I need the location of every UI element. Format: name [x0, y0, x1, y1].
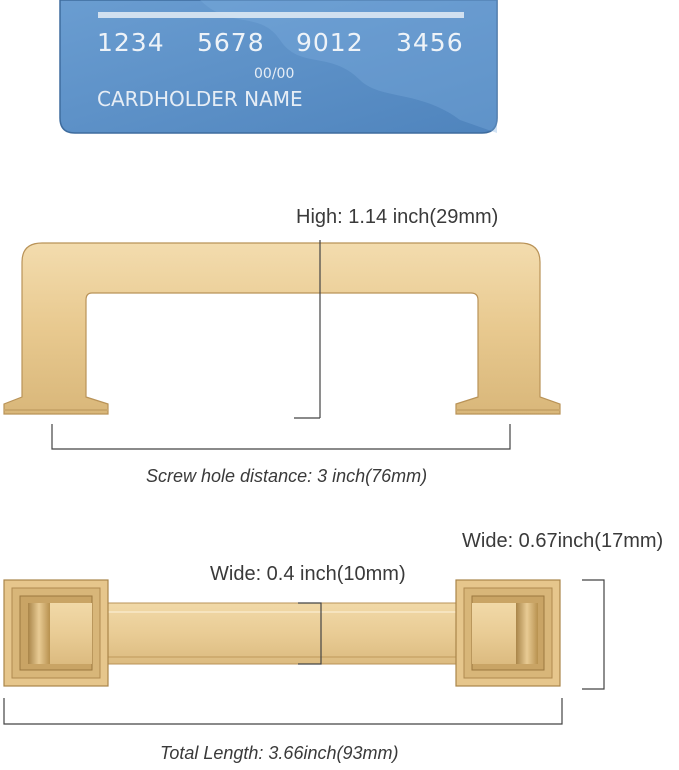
card-expiry: 00/00 — [254, 66, 295, 82]
card-map-pattern — [200, 0, 497, 133]
card-number-group-4: 3456 — [396, 28, 464, 57]
handle-top-bar — [39, 602, 529, 665]
screw-hole-dimension-bracket — [51, 424, 511, 450]
card-holder-name: CARDHOLDER NAME — [97, 87, 303, 111]
bar-width-label: Wide: 0.4 inch(10mm) — [210, 563, 406, 585]
card-number-group-2: 5678 — [197, 28, 265, 57]
card-stripe — [98, 12, 464, 18]
right-bar-end — [472, 603, 516, 664]
card-body — [59, 0, 498, 134]
screw-hole-label: Screw hole distance: 3 inch(76mm) — [146, 466, 428, 486]
left-bar-end — [50, 603, 92, 664]
card-number-group-3: 9012 — [296, 28, 364, 57]
right-post — [516, 603, 538, 664]
left-post — [28, 603, 50, 664]
base-width-dimension-bracket — [582, 579, 605, 690]
total-length-dimension-bracket — [3, 698, 563, 725]
height-label: High: 1.14 inch(29mm) — [296, 206, 499, 228]
total-length-label: Total Length: 3.66inch(93mm) — [160, 743, 399, 763]
bar-width-dimension-bracket — [298, 602, 322, 665]
handle-side-silhouette — [3, 242, 561, 415]
card-number-group-1: 1234 — [97, 28, 165, 57]
base-width-label: Wide: 0.67inch(17mm) — [462, 530, 664, 552]
